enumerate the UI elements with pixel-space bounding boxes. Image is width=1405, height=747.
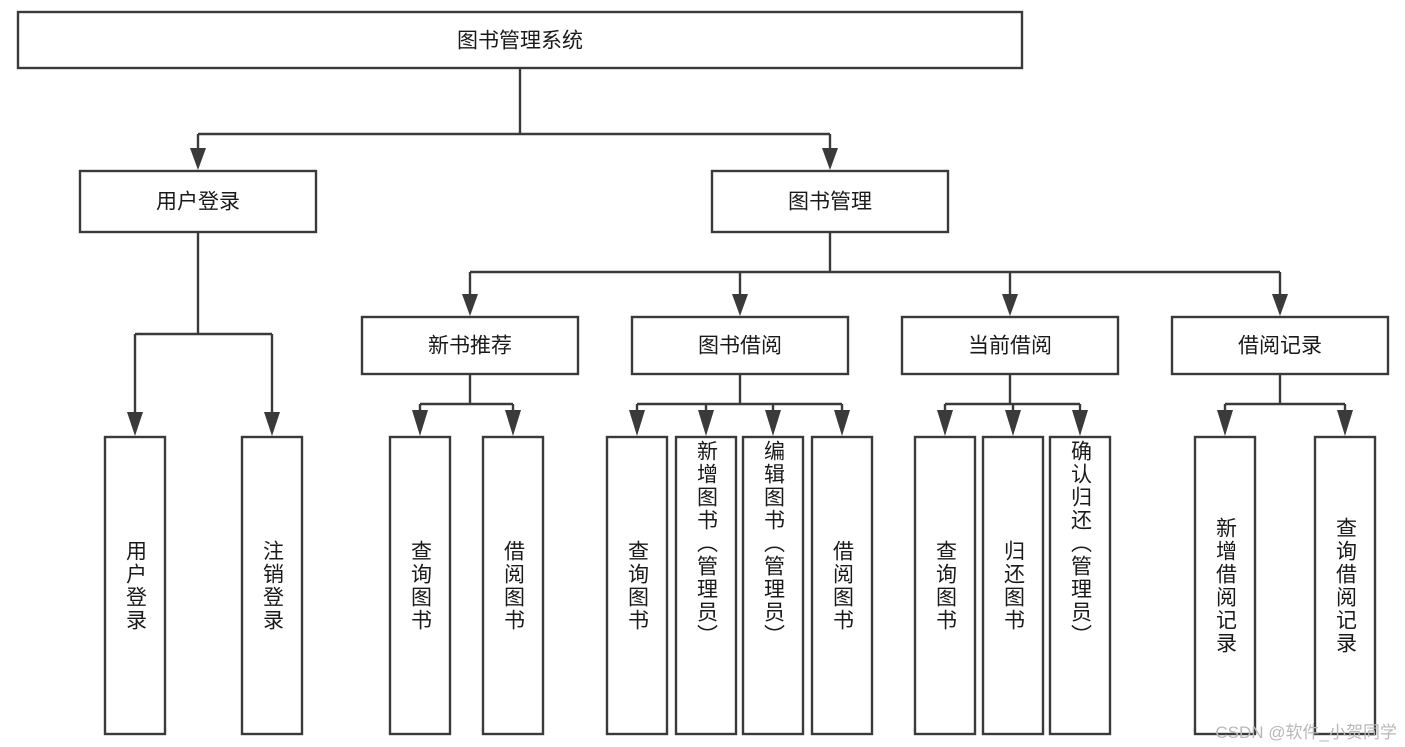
- leaf-label-add-borrow-record: 新增借阅记录: [1213, 516, 1237, 655]
- connector-book-borrow-to-leaves: [629, 374, 850, 436]
- arrowhead-icon: [629, 410, 645, 436]
- arrowhead-icon: [1002, 294, 1018, 316]
- leaf-label-confirm-return-admin: 确认归还（管理员）: [1068, 440, 1092, 647]
- connector-book-management-to-level3: [462, 232, 1288, 316]
- connector-line: [418, 374, 515, 414]
- leaf-box[interactable]: [741, 435, 805, 736]
- node-borrow-record[interactable]: 借阅记录: [1170, 315, 1390, 376]
- node-borrow-record-box: [1170, 315, 1390, 376]
- node-book-management[interactable]: 图书管理: [710, 169, 950, 234]
- arrowhead-icon: [1217, 410, 1233, 436]
- connector-line: [1223, 374, 1347, 414]
- node-book-borrow[interactable]: 图书借阅: [630, 315, 850, 376]
- leaf-box[interactable]: [605, 435, 669, 736]
- leaf-label-edit-book-admin: 编辑图书（管理员）: [761, 440, 785, 647]
- node-new-book-recommend[interactable]: 新书推荐: [360, 315, 580, 376]
- node-root-box: [16, 10, 1024, 70]
- connector-user-login-to-leaves: [127, 232, 280, 436]
- arrowhead-icon: [822, 148, 838, 170]
- node-root-label: 图书管理系统: [457, 30, 583, 53]
- leaf-label-query-borrow-record: 查询借阅记录: [1333, 516, 1357, 655]
- leaf-box[interactable]: [1313, 435, 1377, 736]
- node-new-book-recommend-label: 新书推荐: [428, 335, 512, 358]
- leaf-box[interactable]: [481, 435, 545, 736]
- leaf-box[interactable]: [913, 435, 977, 736]
- arrowhead-icon: [765, 410, 781, 436]
- connector-current-borrow-to-leaves: [937, 374, 1088, 436]
- leaf-box[interactable]: [1048, 435, 1112, 736]
- leaf-box[interactable]: [388, 435, 452, 736]
- arrowhead-icon: [1005, 410, 1021, 436]
- arrowhead-icon: [190, 148, 206, 170]
- arrowhead-icon: [1272, 294, 1288, 316]
- leaf-box[interactable]: [810, 435, 874, 736]
- arrowhead-icon: [264, 412, 280, 436]
- arrowhead-icon: [698, 410, 714, 436]
- connector-line: [943, 374, 1082, 414]
- leaf-label-logout: 注销登录: [260, 539, 284, 632]
- node-user-login-label: 用户登录: [156, 191, 240, 214]
- connector-root-to-level2: [190, 68, 838, 170]
- connector-new-book-recommend-to-leaves: [412, 374, 521, 436]
- arrowhead-icon: [1072, 410, 1088, 436]
- leaf-box[interactable]: [674, 435, 738, 736]
- arrowhead-icon: [834, 410, 850, 436]
- leaf-label-query-book: 查询图书: [625, 539, 649, 632]
- leaf-label-return-book: 归还图书: [1001, 539, 1025, 632]
- leaf-box[interactable]: [240, 435, 304, 736]
- leaf-label-add-book-admin: 新增图书（管理员）: [694, 440, 718, 647]
- node-book-management-box: [710, 169, 950, 234]
- connector-line: [468, 232, 1282, 296]
- leaf-label-query-book: 查询图书: [408, 539, 432, 632]
- arrowhead-icon: [127, 412, 143, 436]
- leaf-label-user-login: 用户登录: [123, 539, 147, 632]
- connector-line: [635, 374, 844, 414]
- leaf-boxes: [103, 435, 1377, 736]
- node-user-login[interactable]: 用户登录: [78, 169, 318, 234]
- connector-borrow-record-to-leaves: [1217, 374, 1353, 436]
- arrowhead-icon: [412, 410, 428, 436]
- connector-line: [196, 68, 832, 150]
- leaf-label-borrow-book: 借阅图书: [830, 539, 854, 632]
- arrowhead-icon: [462, 294, 478, 316]
- arrowhead-icon: [732, 294, 748, 316]
- arrowhead-icon: [505, 410, 521, 436]
- leaf-box[interactable]: [103, 435, 167, 736]
- leaf-label-borrow-book: 借阅图书: [501, 539, 525, 632]
- node-book-management-label: 图书管理: [788, 191, 872, 214]
- connector-line: [133, 232, 274, 414]
- node-borrow-record-label: 借阅记录: [1238, 335, 1322, 358]
- node-root[interactable]: 图书管理系统: [16, 10, 1024, 70]
- node-current-borrow-label: 当前借阅: [968, 335, 1052, 358]
- node-book-borrow-label: 图书借阅: [698, 335, 782, 358]
- arrowhead-icon: [937, 410, 953, 436]
- arrowhead-icon: [1337, 410, 1353, 436]
- leaf-box[interactable]: [981, 435, 1045, 736]
- leaf-box[interactable]: [1193, 435, 1257, 736]
- node-current-borrow[interactable]: 当前借阅: [900, 315, 1120, 376]
- leaf-label-query-book: 查询图书: [933, 539, 957, 632]
